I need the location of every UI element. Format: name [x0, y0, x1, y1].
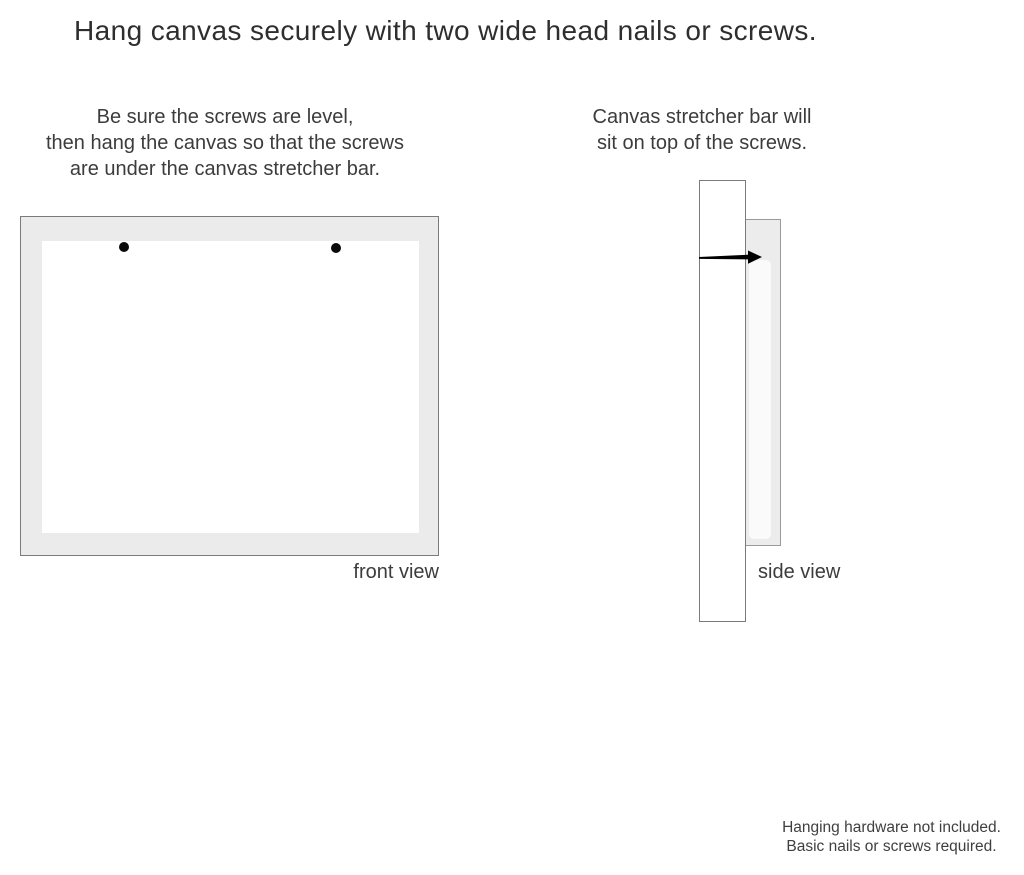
instruction-line: Canvas stretcher bar will [592, 106, 812, 128]
instruction-line: sit on top of the screws. [596, 132, 808, 154]
canvas-front-face [42, 241, 419, 533]
front-view-figure [20, 216, 439, 556]
screw-dot-icon [119, 242, 129, 252]
nail-icon [699, 250, 762, 264]
side-view-canvas-edge [745, 219, 781, 546]
side-view-label: side view [758, 561, 841, 583]
footnote-line: Hanging hardware not included. [782, 819, 1001, 836]
instruction-line: then hang the canvas so that the screws [46, 132, 404, 154]
instruction-line: Be sure the screws are level, [96, 106, 354, 128]
screw-dot-icon [331, 243, 341, 253]
side-view-instructions: Canvas stretcher bar will sit on top of … [558, 104, 846, 156]
side-view-stretcher-bar [699, 180, 746, 622]
instruction-line: are under the canvas stretcher bar. [69, 158, 381, 180]
canvas-edge-highlight [749, 260, 771, 539]
front-view-label: front view [353, 561, 439, 583]
front-view-instructions: Be sure the screws are level, then hang … [10, 104, 440, 182]
footnote-line: Basic nails or screws required. [786, 838, 997, 855]
hardware-footnote: Hanging hardware not included. Basic nai… [751, 818, 1024, 856]
page-title: Hang canvas securely with two wide head … [74, 15, 817, 46]
